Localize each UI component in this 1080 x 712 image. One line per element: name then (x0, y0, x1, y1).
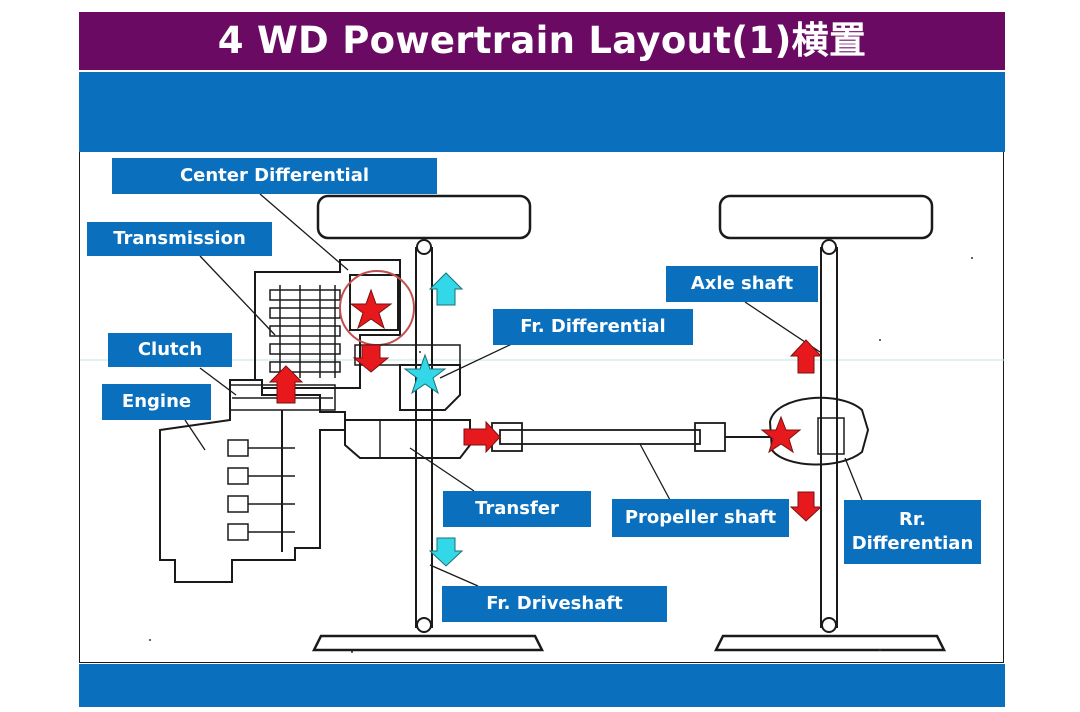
label-transmission: Transmission (87, 222, 272, 256)
label-rr-differential-line2: Differentian (851, 533, 974, 554)
slide-title: 4 WD Powertrain Layout(1)横置 (79, 12, 1005, 70)
red-arrows (268, 339, 823, 522)
up-arrow-red-icon (268, 365, 304, 404)
center-diff-housing (349, 274, 399, 331)
right-arrow-red-icon (463, 420, 501, 454)
down-arrow-red-icon (352, 344, 390, 373)
label-fr-driveshaft: Fr. Driveshaft (442, 586, 667, 622)
transmission-case (254, 259, 401, 389)
rear-top-wheel (718, 194, 934, 240)
label-rr-differential: Rr. Differentian (844, 500, 981, 564)
fr-diff-star-icon (403, 353, 447, 395)
rear-diff-housing (768, 396, 870, 466)
label-fr-differential: Fr. Differential (493, 309, 693, 345)
down-arrow-cyan-icon (428, 537, 464, 567)
up-arrow-cyan-icon (428, 272, 464, 306)
rear-up-arrow-red-icon (789, 339, 823, 374)
rear-bottom-wheel (713, 634, 947, 652)
label-propeller-shaft: Propeller shaft (612, 499, 789, 537)
bottom-blue-band (79, 664, 1005, 707)
fr-diff-housing (399, 364, 461, 411)
propeller-shaft (499, 429, 701, 445)
label-clutch: Clutch (108, 333, 232, 367)
center-diff-star-icon (349, 288, 393, 330)
label-center-differential: Center Differential (112, 158, 437, 194)
front-top-wheel (316, 194, 532, 240)
rr-diff-star-icon (760, 415, 802, 454)
front-bottom-wheel (311, 634, 545, 652)
label-engine: Engine (102, 384, 211, 420)
cyan-arrows (428, 272, 464, 567)
label-rr-differential-line1: Rr. (898, 508, 926, 530)
rear-down-arrow-red-icon (789, 491, 823, 522)
label-transfer: Transfer (443, 491, 591, 527)
top-blue-band (79, 72, 1005, 152)
label-axle-shaft: Axle shaft (666, 266, 818, 302)
transfer-housing (344, 419, 471, 459)
